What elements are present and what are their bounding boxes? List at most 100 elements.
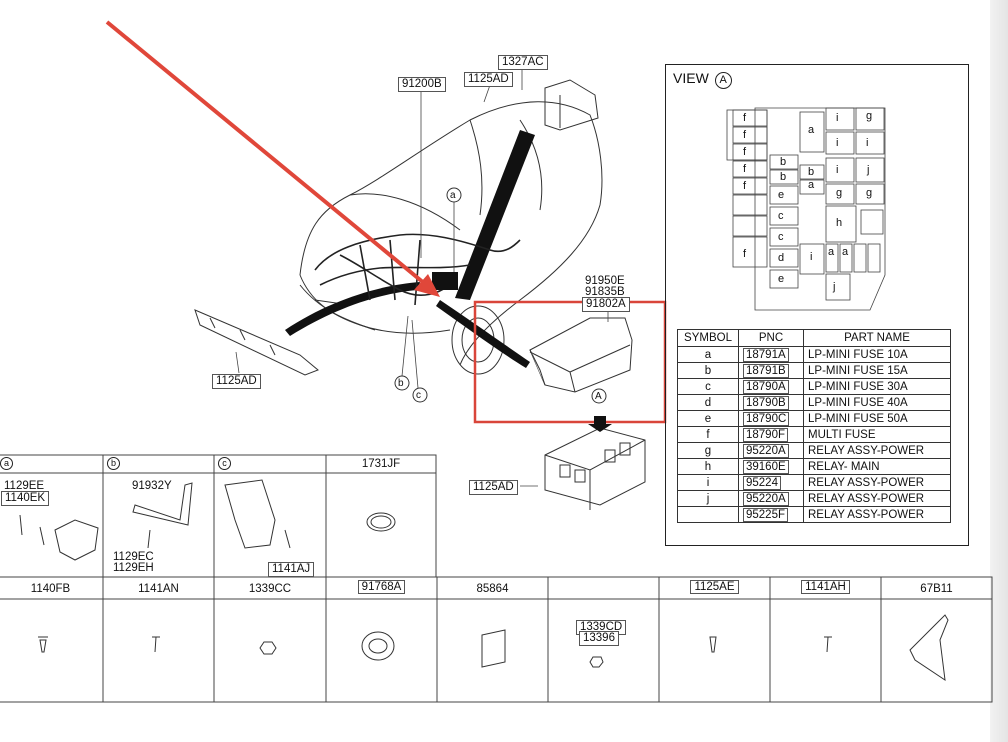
view-cell: i	[836, 137, 839, 149]
relay-box-black	[432, 272, 458, 290]
cell-pnc: 95225F	[743, 507, 789, 522]
view-cell: d	[778, 252, 785, 264]
table-row: 95225F RELAY ASSY-POWER	[677, 506, 951, 523]
callout-91802A: 91802A	[582, 297, 630, 312]
view-cell: i	[866, 137, 869, 149]
cell-pnc: 18790A	[743, 379, 789, 394]
callout-1125AD-fusebox: 1125AD	[469, 480, 518, 495]
view-cell: a	[842, 246, 849, 258]
view-cell: h	[836, 217, 843, 229]
view-cell: f	[743, 248, 747, 260]
cell-part-name: LP-MINI FUSE 30A	[803, 378, 951, 395]
callout-1327AC: 1327AC	[498, 55, 548, 70]
cell-pnc: 18790F	[743, 427, 789, 442]
bottom-header-1339CC: 1339CC	[248, 583, 292, 595]
detail-header-1731JF: 1731JF	[361, 458, 401, 470]
table-header-row: SYMBOL PNC PART NAME	[677, 329, 951, 347]
view-cell: a	[828, 246, 835, 258]
cell-part-name: RELAY- MAIN	[803, 458, 951, 475]
cell-pnc: 18791B	[743, 363, 789, 378]
wiring-harness	[314, 233, 521, 306]
bottom-header-1141AH: 1141AH	[770, 580, 881, 594]
detail-header-a: a	[0, 457, 13, 470]
bottom-header-67B11: 67B11	[920, 583, 953, 595]
view-cell: e	[778, 273, 785, 285]
marker-b: b	[398, 378, 404, 389]
view-cell: j	[833, 281, 836, 293]
detail-header-c: c	[218, 457, 231, 470]
marker-c: c	[416, 390, 421, 401]
detail-label-91932Y: 91932Y	[132, 480, 172, 492]
cell-part-name: RELAY ASSY-POWER	[803, 490, 951, 507]
marker-a: a	[450, 190, 456, 201]
cell-pnc: 95220A	[743, 443, 789, 458]
detail-label-1140EK: 1140EK	[1, 491, 50, 506]
top-bracket	[544, 79, 599, 131]
cell-part-name: LP-MINI FUSE 10A	[803, 346, 951, 363]
view-cell: a	[808, 179, 815, 191]
cell-pnc: 18790B	[743, 395, 789, 410]
view-cell: e	[778, 189, 785, 201]
black-band-top	[455, 130, 535, 300]
black-band-left	[285, 282, 420, 336]
fuse-box-cover	[529, 317, 633, 393]
callout-91835B: 91835B	[585, 286, 625, 298]
cell-pnc: 39160E	[743, 459, 789, 474]
view-cell: i	[836, 112, 839, 124]
detail-header-b: b	[107, 457, 120, 470]
detail-label-1141AJ: 1141AJ	[268, 562, 315, 577]
detail-label-1129EH: 1129EH	[113, 562, 154, 574]
car-outline	[299, 101, 603, 375]
bottom-header-91768A-text: 91768A	[357, 580, 406, 594]
bottom-header-1140FB: 1140FB	[30, 583, 71, 595]
view-cell: b	[780, 156, 787, 168]
view-cell: f	[743, 180, 747, 192]
view-cell: i	[836, 164, 839, 176]
cell-part-name: MULTI FUSE	[803, 426, 951, 443]
black-band-right	[436, 300, 530, 368]
red-arrow	[105, 20, 440, 297]
callout-91200B: 91200B	[398, 77, 446, 92]
view-marker-circle: A	[714, 72, 732, 89]
callout-91950E: 91950E	[585, 275, 625, 287]
view-cell: j	[867, 164, 870, 176]
leader-lines	[235, 68, 609, 487]
bottom-label-13396: 13396	[579, 631, 619, 646]
header-part-name: PART NAME	[803, 329, 951, 347]
cell-part-name: LP-MINI FUSE 40A	[803, 394, 951, 411]
bottom-header-1125AE: 1125AE	[659, 580, 770, 594]
view-cell: c	[778, 210, 784, 222]
bottom-header-91768A: 91768A	[326, 580, 437, 594]
view-cell: f	[743, 129, 747, 141]
view-title-text: VIEW	[673, 70, 709, 86]
view-cell: g	[866, 110, 873, 122]
view-cell: g	[866, 187, 873, 199]
bottom-header-1141AN: 1141AN	[138, 583, 179, 595]
cell-part-name: RELAY ASSY-POWER	[803, 506, 951, 523]
view-a-title: VIEW A	[673, 70, 732, 89]
bracket-left	[194, 309, 319, 376]
cell-part-name: RELAY ASSY-POWER	[803, 474, 951, 491]
detail-a-circle: a	[0, 457, 13, 470]
detail-label-1129EE: 1129EE	[4, 480, 45, 492]
view-cell: b	[808, 166, 815, 178]
view-cell: i	[810, 251, 813, 263]
cell-pnc: 95224	[743, 475, 781, 490]
marker-A: A	[595, 391, 602, 402]
cell-pnc: 18791A	[743, 347, 789, 362]
page-edge-shadow	[990, 0, 1008, 742]
view-cell: g	[836, 187, 843, 199]
cell-pnc: 95220A	[743, 491, 789, 506]
black-arrow-down	[588, 416, 612, 432]
bottom-header-85864: 85864	[476, 583, 509, 595]
view-cell: b	[780, 171, 787, 183]
